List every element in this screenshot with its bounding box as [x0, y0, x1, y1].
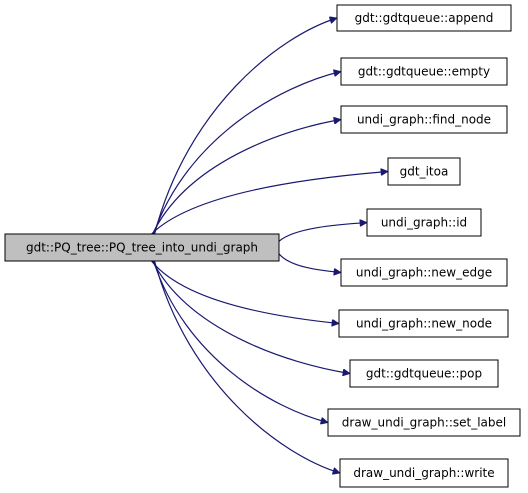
callee-node-label: draw_undi_graph::set_label [342, 416, 506, 430]
callee-node-gdt-itoa[interactable]: gdt_itoa [387, 157, 461, 186]
callee-node-write[interactable]: draw_undi_graph::write [339, 458, 509, 488]
call-edge-arrow [151, 172, 388, 235]
callee-node-label: undi_graph::new_node [356, 317, 492, 331]
call-edge-arrow [151, 260, 350, 374]
callee-node-set-label[interactable]: draw_undi_graph::set_label [327, 408, 521, 437]
call-edge-arrow [152, 260, 329, 423]
call-edge-arrow [152, 120, 341, 235]
callee-node-box [349, 359, 499, 388]
call-edge-arrow [151, 260, 339, 324]
callee-node-box [340, 57, 508, 86]
callee-node-box [387, 157, 461, 186]
callee-node-label: draw_undi_graph::write [353, 466, 494, 480]
callee-node-label: gdt::gdtqueue::append [355, 11, 494, 25]
callee-node-box [336, 4, 512, 32]
callee-node-new-edge[interactable]: undi_graph::new_edge [340, 258, 508, 287]
callee-node-find-node[interactable]: undi_graph::find_node [340, 105, 508, 134]
callee-node-pop[interactable]: gdt::gdtqueue::pop [349, 359, 499, 388]
call-edge-arrow [153, 260, 340, 473]
call-edge-arrow [154, 18, 337, 235]
call-edge-arrow [278, 223, 367, 242]
callee-node-label: gdt_itoa [400, 165, 449, 179]
callee-node-label: undi_graph::id [381, 216, 467, 230]
callee-node-label: gdt::gdtqueue::empty [358, 65, 490, 79]
callee-node-label: gdt::gdtqueue::pop [366, 367, 482, 381]
callee-node-box [340, 105, 508, 134]
callee-node-id[interactable]: undi_graph::id [366, 208, 482, 237]
callee-node-box [340, 258, 508, 287]
callee-node-empty[interactable]: gdt::gdtqueue::empty [340, 57, 508, 86]
callee-node-append[interactable]: gdt::gdtqueue::append [336, 4, 512, 32]
callee-node-box [339, 458, 509, 488]
call-edges [151, 18, 388, 473]
root-node-box [4, 233, 280, 262]
call-edge-arrow [278, 253, 341, 273]
call-edge-arrow [152, 72, 341, 235]
callee-node-label: undi_graph::find_node [357, 113, 491, 127]
root-node-label: gdt::PQ_tree::PQ_tree_into_undi_graph [26, 241, 258, 255]
root-node[interactable]: gdt::PQ_tree::PQ_tree_into_undi_graph [4, 233, 280, 262]
callee-node-box [327, 408, 521, 437]
callee-node-box [366, 208, 482, 237]
callee-node-label: undi_graph::new_edge [356, 266, 492, 280]
callee-node-box [338, 309, 509, 338]
callee-node-new-node[interactable]: undi_graph::new_node [338, 309, 509, 338]
